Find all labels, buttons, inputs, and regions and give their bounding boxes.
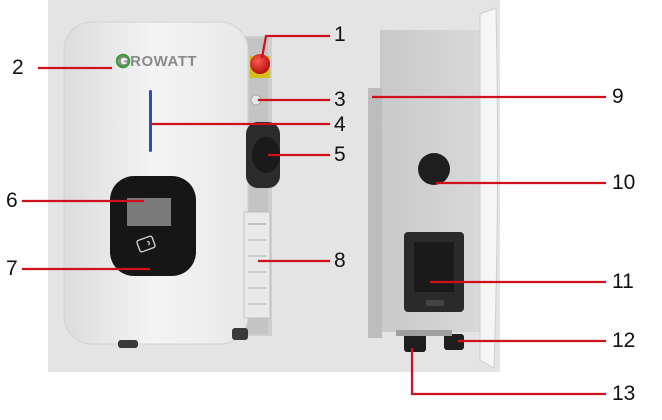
callout-7: 7 (6, 257, 18, 280)
side-service-socket (404, 232, 464, 312)
side-round-port (418, 153, 450, 185)
callout-3: 3 (334, 88, 346, 111)
callout-9: 9 (612, 85, 624, 108)
callout-1: 1 (334, 23, 346, 46)
callout-5: 5 (334, 143, 346, 166)
front-cover-edge (479, 7, 499, 369)
mounting-bracket (368, 88, 382, 338)
leader-1 (260, 34, 330, 59)
growatt-logo: GROWATT (115, 53, 197, 70)
charger-front-view: GROWATT (63, 21, 280, 348)
callout-12: 12 (612, 329, 636, 352)
rfid-card-icon (136, 235, 156, 253)
nameplate-label (243, 211, 271, 319)
callout-6: 6 (6, 189, 18, 212)
callout-10: 10 (612, 171, 636, 194)
lcd-screen (127, 198, 171, 226)
emergency-stop-button (250, 54, 270, 78)
logo-text: GROWATT (118, 53, 197, 70)
display-rfid-panel (110, 176, 196, 276)
led-strip (149, 90, 152, 152)
cable-gland-right (444, 334, 464, 350)
callout-4: 4 (334, 113, 346, 136)
charging-socket (246, 122, 280, 188)
callout-8: 8 (334, 249, 346, 272)
leader-13 (410, 348, 606, 396)
callout-11: 11 (612, 270, 634, 293)
callout-13: 13 (612, 382, 636, 405)
cable-gland-left (404, 334, 426, 352)
callout-2: 2 (12, 56, 24, 79)
leader-lines (22, 34, 606, 396)
charger-side-view (368, 7, 499, 369)
